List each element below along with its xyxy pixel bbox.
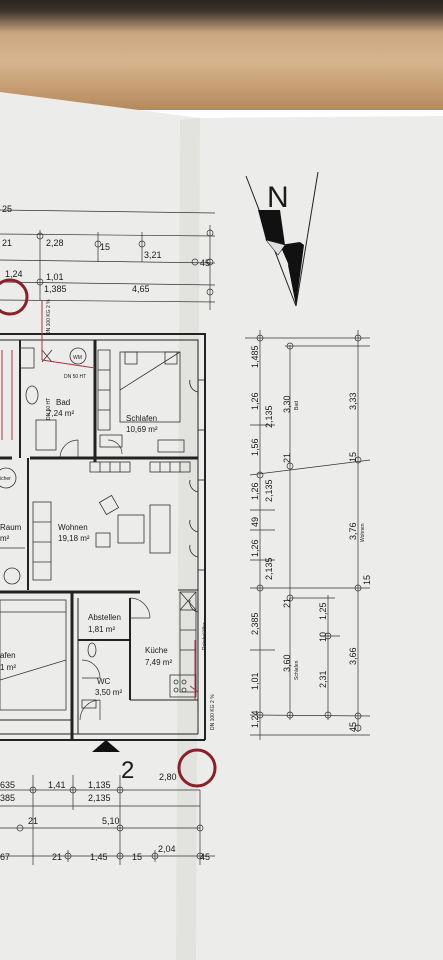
- room-name-wc: WC: [97, 677, 111, 686]
- axis-marker-circle: [177, 748, 217, 788]
- right-dim-label: 1,24: [250, 710, 260, 728]
- right-dim-label: 1,26: [250, 539, 260, 557]
- top-dim-label: 25: [2, 204, 12, 214]
- room-area-schlafen: 10,69 m²: [126, 425, 158, 434]
- bottom-dim-label: 67: [0, 852, 10, 862]
- room-name-schlafen: Schlafen: [126, 414, 157, 423]
- bottom-dim-label: 385: [0, 793, 15, 803]
- right-dim-label: 21: [282, 453, 292, 463]
- right-dim-label: 3,76: [348, 522, 358, 540]
- right-dim-label: 2,135: [264, 479, 274, 502]
- right-dim-label: 1,26: [250, 482, 260, 500]
- right-dim-small-label: Wohnen: [360, 523, 366, 542]
- section-arrow: [92, 740, 120, 752]
- north-label: N: [267, 181, 289, 214]
- washing-machine-label: WM: [73, 355, 82, 361]
- right-dim-label: 1,25: [318, 602, 328, 620]
- top-dim-label: 15: [100, 242, 110, 252]
- right-dim-label: 49: [250, 517, 260, 527]
- bottom-dim-label: 21: [52, 852, 62, 862]
- right-dim-label: 15: [362, 575, 372, 585]
- drainage-pipes: [1, 300, 199, 700]
- pipe-label: DN 50 HT: [46, 398, 52, 420]
- right-dim-label: 1,26: [250, 392, 260, 410]
- building-walls: [0, 333, 206, 741]
- right-dim-label: 2,385: [250, 612, 260, 635]
- right-dim-label: 3,30: [282, 395, 292, 413]
- section-marker-label: 2: [121, 757, 134, 784]
- right-dim-label: 3,60: [282, 654, 292, 672]
- bedroom-furniture: [89, 349, 191, 473]
- bottom-dim-label: 2,135: [88, 793, 111, 803]
- paper-fold: [176, 118, 200, 960]
- room-area-bad: 7,24 m²: [47, 409, 74, 418]
- partial-label: icher: [0, 476, 11, 482]
- bottom-dim-label: 45: [200, 852, 210, 862]
- room-area-kueche: 7,49 m²: [145, 658, 172, 667]
- right-dim-label: 1,01: [250, 672, 260, 690]
- room-area-abstellen: 1,81 m²: [88, 625, 115, 634]
- bottom-dim-label: 1,45: [90, 852, 108, 862]
- right-dim-small-label: Schlafen: [294, 660, 300, 680]
- right-dim-label: 2,31: [318, 670, 328, 688]
- pipe-label: DN 100 KG 2 %: [46, 299, 52, 335]
- top-dim-label: 1,385: [44, 284, 67, 294]
- partial-room-name: Raum: [0, 523, 22, 532]
- axis-marker-circle: [0, 278, 29, 316]
- pipe-label: DN 100 KG 2 %: [210, 694, 216, 730]
- partial-room-name: afen: [0, 651, 16, 660]
- right-dim-label: 10: [318, 632, 328, 642]
- right-dim-label: 15: [348, 452, 358, 462]
- room-name-abstellen: Abstellen: [88, 613, 121, 622]
- door-swings: [59, 439, 151, 721]
- right-dim-label: 2,135: [264, 557, 274, 580]
- north-arrow-icon: [245, 171, 319, 307]
- wooden-table-background: [0, 0, 443, 110]
- right-dim-label: 3,33: [348, 392, 358, 410]
- bottom-dim-label: 635: [0, 780, 15, 790]
- pipe-label: DN 50 HT: [64, 374, 86, 380]
- partial-room-area: 1 m²: [0, 663, 16, 672]
- right-dim-label: 21: [282, 598, 292, 608]
- partial-room-area: m²: [0, 534, 10, 543]
- partial-bedroom-furniture: [0, 599, 67, 711]
- room-name-kueche: Küche: [145, 646, 168, 655]
- right-dim-label: 45: [348, 722, 358, 732]
- kitchen-fixtures: [169, 591, 197, 698]
- wc-fixtures: [81, 642, 97, 709]
- bathroom-fixtures: [19, 347, 87, 451]
- bottom-dim-label: 1,41: [48, 780, 66, 790]
- top-dimension-lines: [0, 209, 216, 310]
- top-dim-label: 21: [2, 238, 12, 248]
- right-dim-label: 1,56: [250, 438, 260, 456]
- paper-sheet: [0, 92, 443, 960]
- top-dim-label: 1,24: [5, 269, 23, 279]
- top-dim-label: 45: [200, 258, 210, 268]
- room-area-wc: 3,50 m²: [95, 688, 122, 697]
- room-name-wohnen: Wohnen: [58, 523, 88, 532]
- right-dim-label: 1,485: [250, 345, 260, 368]
- window-marks: [189, 379, 206, 613]
- bottom-dim-label: 1,135: [88, 780, 111, 790]
- room-name-bad: Bad: [56, 398, 70, 407]
- top-dim-label: 4,65: [132, 284, 150, 294]
- bottom-dim-label: 15: [132, 852, 142, 862]
- right-dimension-lines: [245, 330, 371, 740]
- bottom-dim-label: 21: [28, 816, 38, 826]
- right-dim-label: 2,135: [264, 405, 274, 428]
- bottom-dim-label: 2,04: [158, 844, 176, 854]
- top-dim-label: 2,28: [46, 238, 64, 248]
- living-room-furniture: [0, 467, 171, 585]
- bottom-dimension-lines: [0, 775, 215, 865]
- bottom-dim-label: 2,80: [159, 772, 177, 782]
- room-area-wohnen: 19,18 m²: [58, 534, 90, 543]
- bottom-dim-label: 5,10: [102, 816, 120, 826]
- right-dim-small-label: Bad: [294, 401, 300, 410]
- right-dim-label: 3,66: [348, 647, 358, 665]
- top-dim-label: 3,21: [144, 250, 162, 260]
- top-dim-label: 1,01: [46, 272, 64, 282]
- pipe-label: Rohrbelüfter: [202, 622, 208, 650]
